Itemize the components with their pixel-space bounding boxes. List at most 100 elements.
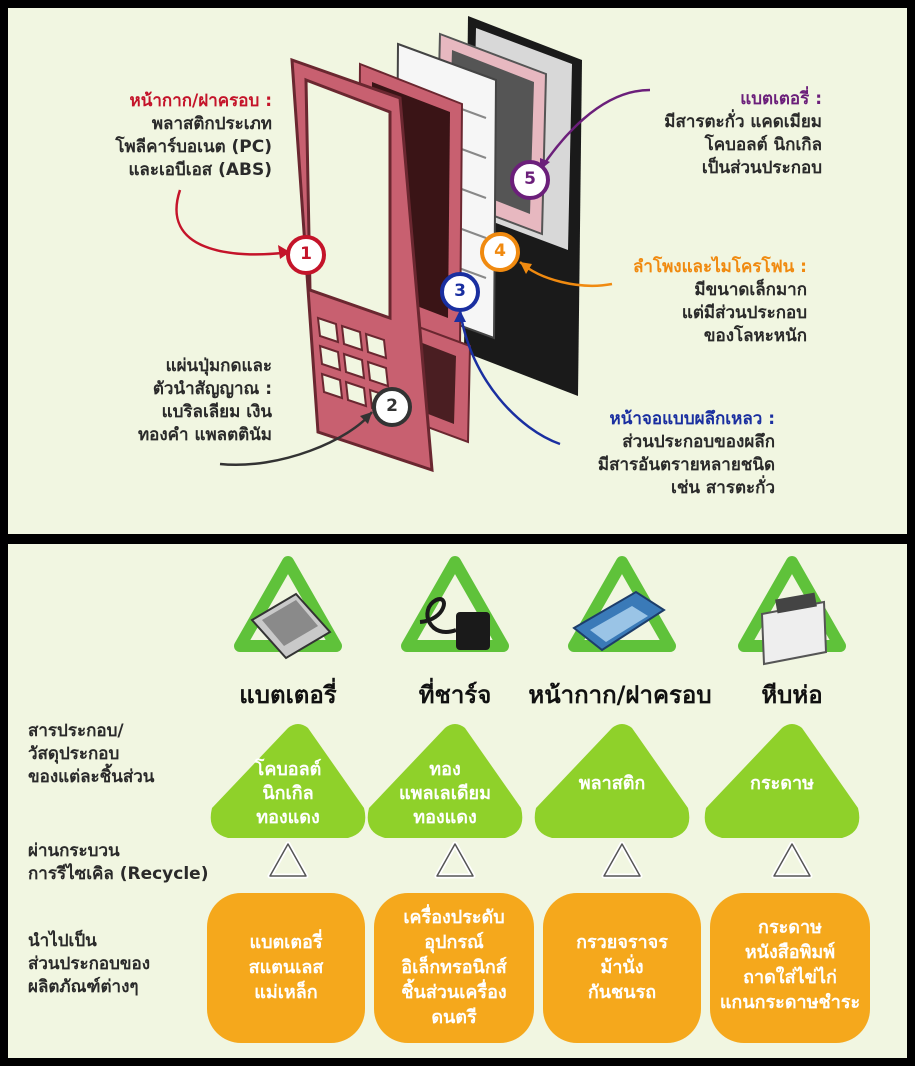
row-label-process: ผ่านกระบวน การรีไซเคิล (Recycle) xyxy=(28,840,208,886)
marker-4-number: 4 xyxy=(494,241,506,261)
product-blob-2 xyxy=(374,893,534,1043)
product-item: กรวยจราจร xyxy=(576,932,668,953)
material-item: นิกเกิล xyxy=(262,783,314,804)
front-cover-layer xyxy=(290,57,434,473)
material-triangle-3 xyxy=(534,724,690,838)
product-blob-4 xyxy=(710,893,870,1043)
category-package: หีบห่อ xyxy=(761,681,823,709)
label-line: โพลีคาร์บอเนต (PC) xyxy=(115,137,272,157)
material-item: ทอง xyxy=(429,759,461,780)
product-item: กันชนรถ xyxy=(587,982,657,1003)
row-label-line: ส่วนประกอบของ xyxy=(28,954,151,974)
label-line: พลาสติกประเภท xyxy=(151,114,272,134)
products-cover: กรวยจราจร ม้านั่ง กันชนรถ xyxy=(537,930,707,1005)
arrow-1 xyxy=(175,189,291,256)
marker-5-number: 5 xyxy=(524,169,536,189)
marker-4 xyxy=(480,232,520,272)
row-label-line: สารประกอบ/ xyxy=(28,721,124,741)
product-item: แกนกระดาษชำระ xyxy=(719,992,861,1013)
product-item: อุปกรณ์ xyxy=(424,932,484,953)
row-label-products: นำไปเป็น ส่วนประกอบของ ผลิตภัณฑ์ต่างๆ xyxy=(28,930,150,999)
product-item: เครื่องประดับ xyxy=(403,907,505,928)
product-item: กระดาษ xyxy=(758,917,822,938)
label-front-cover-title: หน้ากาก/ฝาครอบ : xyxy=(129,91,272,111)
label-line: มีสารตะกั่ว แคดเมียม xyxy=(664,112,822,132)
marker-1 xyxy=(286,235,326,275)
product-item: ดนตรี xyxy=(431,1007,477,1028)
material-item: ทองแดง xyxy=(256,807,320,828)
category-cover: หน้ากาก/ฝาครอบ xyxy=(528,681,712,709)
label-battery-title: แบตเตอรี่ : xyxy=(740,89,822,109)
marker-1-number: 1 xyxy=(300,244,312,264)
row-label-line: ของแต่ละชิ้นส่วน xyxy=(28,767,155,787)
materials-cover: พลาสติก xyxy=(532,772,692,796)
label-line: ส่วนประกอบของผลึก xyxy=(622,432,775,452)
product-item: อิเล็กทรอนิกส์ xyxy=(401,957,507,978)
arrow-3 xyxy=(458,309,561,446)
label-lcd-title: หน้าจอแบบผลึกเหลว : xyxy=(609,409,775,429)
row-label-components: สารประกอบ/ วัสดุประกอบ ของแต่ละชิ้นส่วน xyxy=(28,720,154,789)
material-triangle-1 xyxy=(210,724,366,838)
product-blob-1 xyxy=(207,893,365,1043)
label-battery: แบตเตอรี่ : มีสารตะกั่ว แคดเมียม โคบอลต์… xyxy=(600,88,822,180)
products-charger: เครื่องประดับ อุปกรณ์ อิเล็กทรอนิกส์ ชิ้… xyxy=(369,905,539,1030)
label-line: แต่มีส่วนประกอบ xyxy=(681,303,807,323)
material-item: พลาสติก xyxy=(578,773,646,794)
row-label-line: ผลิตภัณฑ์ต่างๆ xyxy=(28,977,139,997)
charger-icon xyxy=(419,597,490,650)
product-item: ม้านั่ง xyxy=(600,957,644,978)
material-triangle-2 xyxy=(367,724,523,838)
material-triangle-4 xyxy=(704,724,860,838)
label-speaker-title: ลำโพงและไมโครโฟน : xyxy=(632,257,807,277)
phone-case-icon xyxy=(572,590,666,652)
label-line: และเอบีเอส (ABS) xyxy=(128,160,272,180)
label-line: แบริลเลียม เงิน xyxy=(161,402,272,422)
arrow-2 xyxy=(219,411,373,466)
label-line: ของโลหะหนัก xyxy=(703,326,807,346)
marker-2-number: 2 xyxy=(386,396,398,416)
label-line: เป็นส่วนประกอบ xyxy=(701,158,822,178)
product-item: สแตนเลส xyxy=(248,957,324,978)
label-lcd: หน้าจอแบบผลึกเหลว : ส่วนประกอบของผลึก มี… xyxy=(540,408,775,500)
process-recycle-icon-3 xyxy=(604,844,640,876)
label-keypad-title: แผ่นปุ่มกดและ xyxy=(165,356,272,376)
process-recycle-icon-4 xyxy=(774,844,810,876)
product-blob-3 xyxy=(543,893,701,1043)
product-item: แม่เหล็ก xyxy=(254,982,318,1003)
label-speaker: ลำโพงและไมโครโฟน : มีขนาดเล็กมาก แต่มีส่… xyxy=(592,256,807,348)
row-label-line: การรีไซเคิล (Recycle) xyxy=(28,864,209,884)
category-battery: แบตเตอรี่ xyxy=(239,681,337,709)
product-item: แบตเตอรี่ xyxy=(249,932,323,953)
row-label-line: นำไปเป็น xyxy=(28,931,97,951)
package-icon xyxy=(760,592,828,666)
label-line: โคบอลต์ นิกเกิล xyxy=(704,135,822,155)
material-item: โคบอลต์ xyxy=(254,759,322,780)
materials-battery: โคบอลต์ นิกเกิล ทองแดง xyxy=(208,758,368,830)
label-line: มีสารอันตรายหลายชนิด xyxy=(597,455,775,475)
label-keypad: แผ่นปุ่มกดและ ตัวนำสัญญาณ : แบริลเลียม เ… xyxy=(60,355,272,447)
marker-2 xyxy=(372,387,412,427)
label-line: ตัวนำสัญญาณ : xyxy=(152,379,272,399)
marker-3 xyxy=(440,272,480,312)
label-line: ทองคำ แพลตตินัม xyxy=(137,425,272,445)
material-item: แพลเลเดียม xyxy=(399,783,491,804)
materials-charger: ทอง แพลเลเดียม ทองแดง xyxy=(365,758,525,830)
product-item: ชิ้นส่วนเครื่อง xyxy=(401,982,507,1003)
label-line: มีขนาดเล็กมาก xyxy=(694,280,807,300)
arrow-5 xyxy=(538,88,651,171)
product-item: ถาดใส่ไข่ไก่ xyxy=(743,967,837,988)
label-line: เช่น สารตะกั่ว xyxy=(671,478,775,498)
process-recycle-icon-2 xyxy=(437,844,473,876)
product-item: หนังสือพิมพ์ xyxy=(744,942,836,963)
label-front-cover: หน้ากาก/ฝาครอบ : พลาสติกประเภท โพลีคาร์บ… xyxy=(60,90,272,182)
products-battery: แบตเตอรี่ สแตนเลส แม่เหล็ก xyxy=(201,930,371,1005)
row-label-line: ผ่านกระบวน xyxy=(28,841,120,861)
marker-3-number: 3 xyxy=(454,281,466,301)
process-recycle-icon-1 xyxy=(270,844,306,876)
category-charger: ที่ชาร์จ xyxy=(418,681,492,709)
products-package: กระดาษ หนังสือพิมพ์ ถาดใส่ไข่ไก่ แกนกระด… xyxy=(705,915,875,1015)
marker-5 xyxy=(510,160,550,200)
materials-package: กระดาษ xyxy=(702,772,862,796)
